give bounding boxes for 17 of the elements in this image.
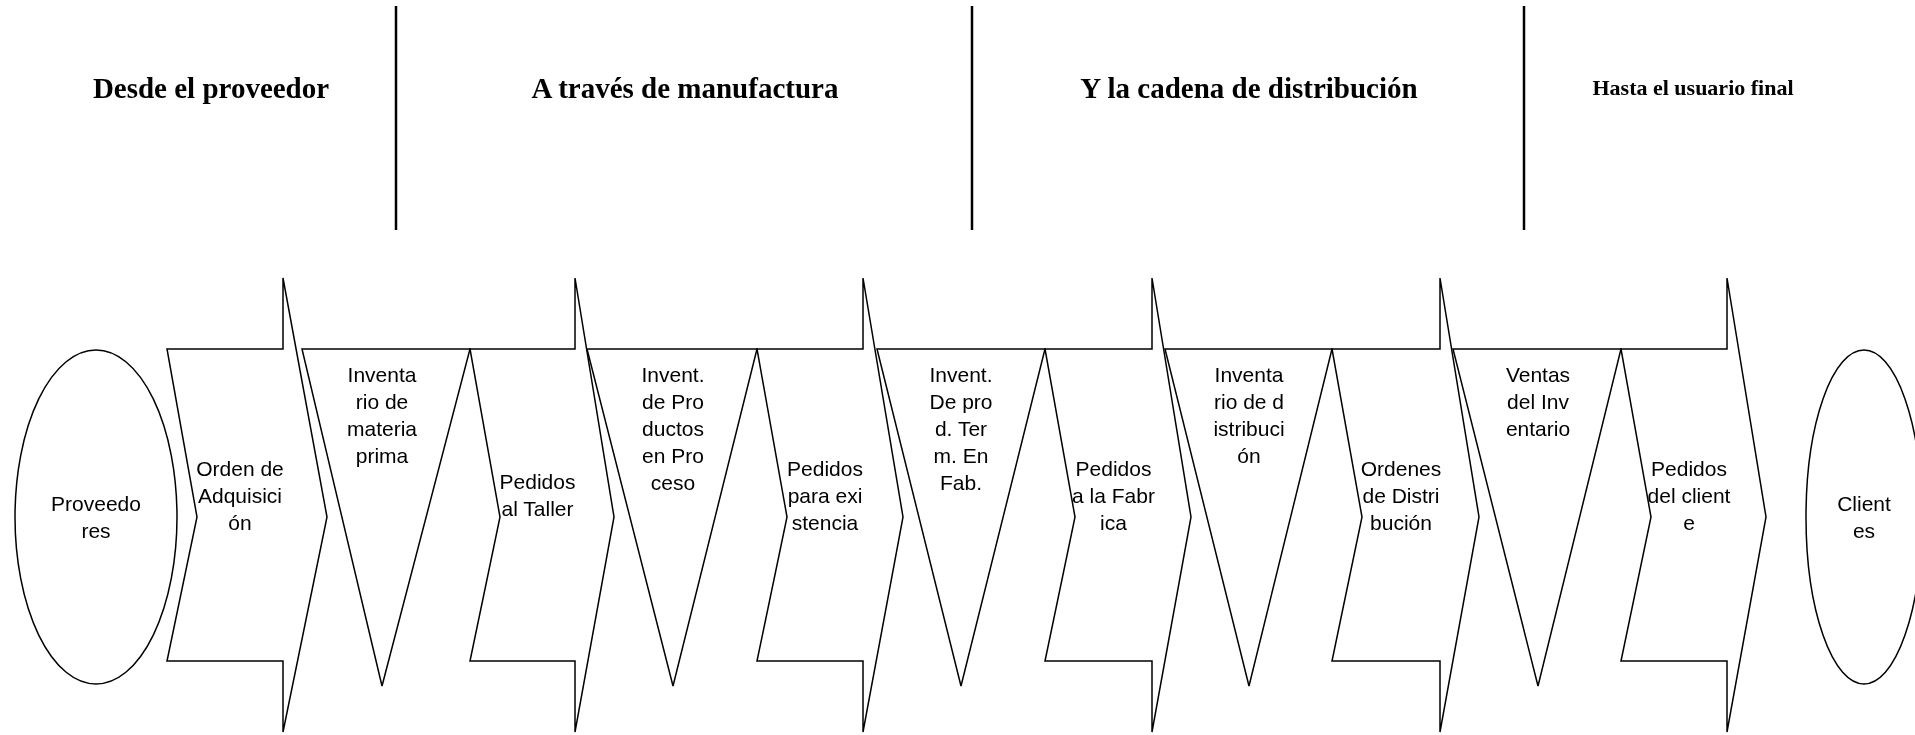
node-label: Orden de Adquisición [195,455,285,536]
node-label: Ordenes de Distribución [1359,455,1443,536]
section-heading: Desde el proveedor [92,71,330,105]
section-heading: Hasta el usuario final [1592,75,1794,101]
node-label: Ventas del Inventario [1504,362,1572,442]
node-label: Proveedores [50,491,142,544]
node-label: Pedidos al Taller [498,469,577,522]
node-label: Inventario de materia prima [346,362,418,469]
node-label: Pedidos para existencia [786,455,864,536]
node-label: Invent. de Productos en Proceso [640,362,706,496]
node-label: Clientes [1836,491,1892,544]
section-heading: Y la cadena de distribución [1080,71,1418,105]
node-label: Invent. De prod. Term. En Fab. [928,362,994,496]
section-heading: A través de manufactura [531,71,839,105]
node-label: Pedidos a la Fabrica [1071,455,1156,536]
node-label: Inventario de distribución [1213,362,1285,469]
node-label: Pedidos del cliente [1647,455,1731,536]
